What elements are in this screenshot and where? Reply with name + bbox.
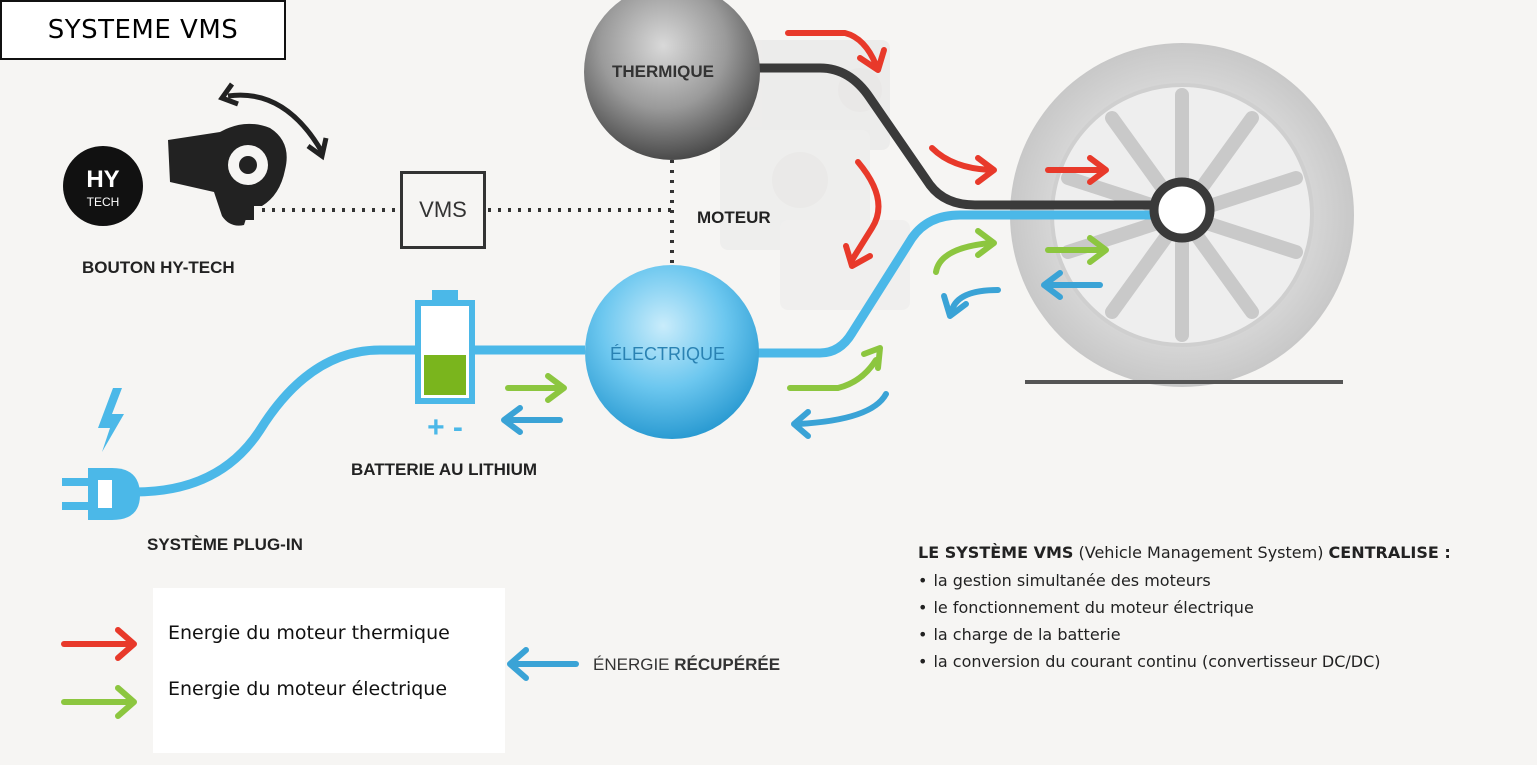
bullet-text: la charge de la batterie — [933, 625, 1121, 644]
legend-thermique-label: Energie du moteur thermique — [168, 622, 450, 644]
vms-box: VMS — [400, 171, 486, 249]
plugin-cable — [134, 345, 585, 497]
legend-panel: Energie du moteur thermique Energie du m… — [153, 588, 505, 753]
electrique-label: ÉLECTRIQUE — [610, 344, 726, 364]
battery-icon: + - — [415, 290, 475, 444]
list-item: •la conversion du courant continu (conve… — [918, 652, 1381, 671]
list-item: •la charge de la batterie — [918, 625, 1121, 644]
bullet-text: la conversion du courant continu (conver… — [933, 652, 1381, 671]
thermique-sphere — [584, 0, 760, 160]
legend-electrique-label: Energie du moteur électrique — [168, 678, 448, 700]
bouton-hytech-label: BOUTON HY-TECH — [82, 258, 235, 277]
thermique-energy-arrows — [785, 30, 1109, 269]
hytech-button-icon — [168, 82, 329, 226]
vms-info-heading: LE SYSTÈME VMS (Vehicle Management Syste… — [918, 543, 1518, 562]
legend-thermique-arrow — [61, 627, 137, 661]
plug-icon — [62, 468, 140, 520]
svg-text:HY: HY — [86, 166, 119, 193]
page-title: SYSTEME VMS — [0, 0, 286, 60]
moteur-label: MOTEUR — [697, 208, 771, 227]
electrique-cable — [755, 210, 1160, 358]
engine-background — [720, 40, 910, 310]
bullet-text: la gestion simultanée des moteurs — [933, 571, 1211, 590]
vms-info-heading-bold: LE SYSTÈME VMS — [918, 543, 1074, 562]
thermique-label: THERMIQUE — [612, 62, 714, 81]
electrique-sphere — [585, 265, 759, 439]
recuperee-energy-arrows — [501, 270, 1103, 681]
vms-info-heading-normal: (Vehicle Management System) — [1073, 543, 1329, 562]
lightning-icon — [98, 388, 124, 452]
list-item: •le fonctionnement du moteur électrique — [918, 598, 1254, 617]
wheel-hub — [1149, 177, 1215, 243]
vms-info-heading-end: CENTRALISE : — [1328, 543, 1451, 562]
battery-terminals: + - — [427, 411, 463, 444]
hytech-logo: HY TECH — [63, 146, 143, 226]
list-item: •la gestion simultanée des moteurs — [918, 571, 1211, 590]
electrique-energy-arrows — [61, 228, 1109, 719]
plugin-label: SYSTÈME PLUG-IN — [147, 535, 303, 554]
batterie-label: BATTERIE AU LITHIUM — [351, 460, 538, 479]
thermique-cable — [740, 63, 1160, 210]
recuperee-prefix: ÉNERGIE — [593, 655, 675, 674]
svg-text:TECH: TECH — [87, 195, 120, 209]
legend-recuperee-label: ÉNERGIE RÉCUPÉRÉE — [593, 655, 780, 675]
bullet-text: le fonctionnement du moteur électrique — [933, 598, 1254, 617]
recuperee-bold: RÉCUPÉRÉE — [674, 655, 781, 674]
vms-info-list: •la gestion simultanée des moteurs •le f… — [918, 567, 1518, 675]
vms-info-block: LE SYSTÈME VMS (Vehicle Management Syste… — [918, 543, 1518, 675]
